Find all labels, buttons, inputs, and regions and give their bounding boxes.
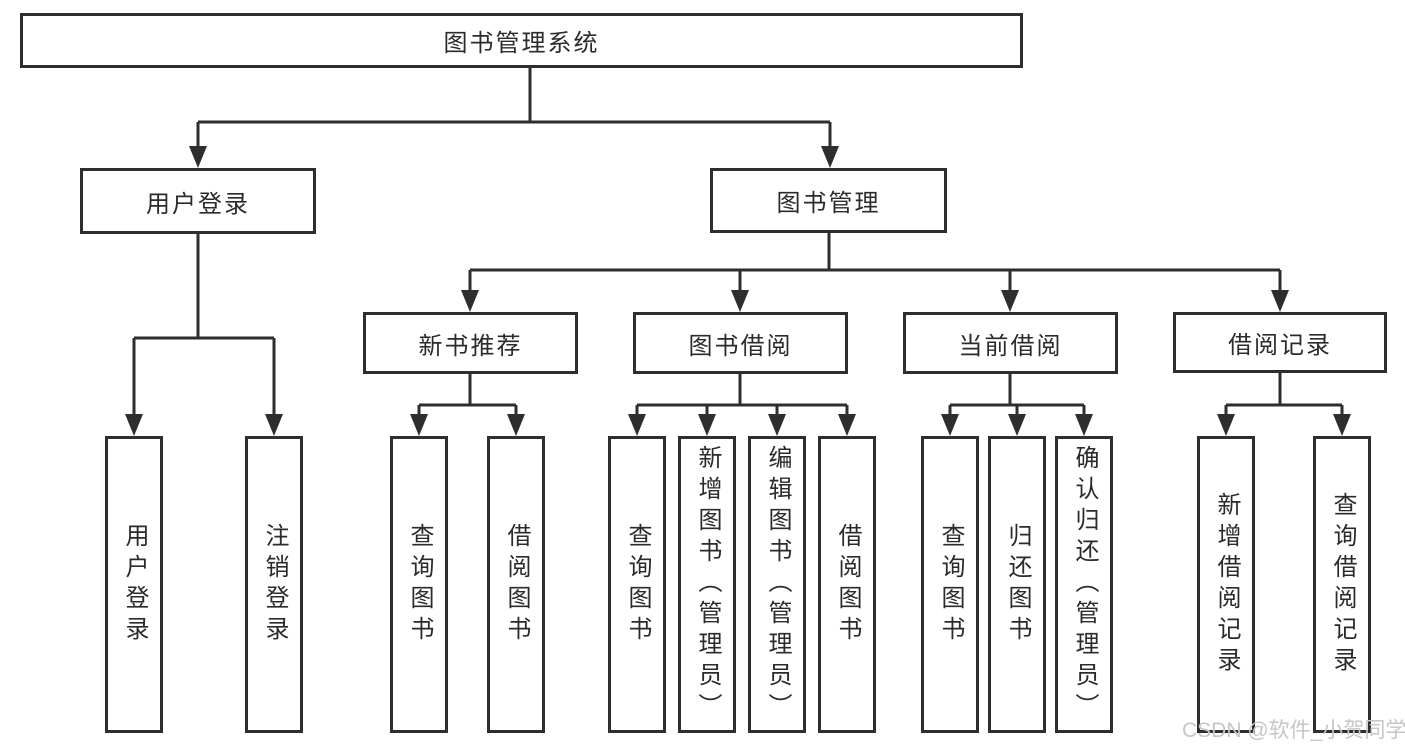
- leaf-query-borrow-record-label: 查询借阅记录: [1329, 491, 1356, 678]
- node-user-login-label: 用户登录: [146, 190, 250, 218]
- leaf-borrow-books-1-label: 借阅图书: [503, 522, 530, 647]
- arrowheads: [125, 146, 1351, 436]
- leaf-borrow-books-2-label: 借阅图书: [834, 522, 861, 647]
- node-book-management-label: 图书管理: [776, 190, 881, 217]
- leaf-query-books-1: 查询图书: [390, 436, 448, 733]
- leaf-add-borrow-record-label: 新增借阅记录: [1213, 491, 1240, 678]
- node-book-borrow-label: 图书借阅: [688, 332, 793, 360]
- node-root-label: 图书管理系统: [443, 30, 600, 57]
- leaf-query-borrow-record: 查询借阅记录: [1313, 436, 1371, 733]
- leaf-confirm-return-admin: 确认归还（管理员）: [1055, 436, 1113, 733]
- leaf-return-books-label: 归还图书: [1004, 522, 1031, 647]
- leaf-borrow-books-1: 借阅图书: [487, 436, 545, 733]
- node-new-book-recommend-label: 新书推荐: [418, 332, 523, 360]
- node-root: 图书管理系统: [20, 13, 1023, 68]
- node-user-login: 用户登录: [80, 168, 316, 234]
- leaf-return-books: 归还图书: [988, 436, 1046, 733]
- leaf-add-borrow-record: 新增借阅记录: [1197, 436, 1255, 733]
- node-current-borrow-label: 当前借阅: [958, 332, 1063, 360]
- node-borrow-records-label: 借阅记录: [1228, 332, 1332, 359]
- node-new-book-recommend: 新书推荐: [363, 312, 578, 374]
- leaf-query-books-1-label: 查询图书: [406, 522, 433, 647]
- node-borrow-records: 借阅记录: [1173, 312, 1387, 373]
- leaf-query-books-2: 查询图书: [608, 436, 666, 733]
- leaf-query-books-2-label: 查询图书: [624, 522, 651, 647]
- leaf-edit-books-admin-label: 编辑图书（管理员）: [764, 445, 791, 724]
- leaf-add-books-admin: 新增图书（管理员）: [678, 436, 736, 733]
- leaf-query-books-3: 查询图书: [921, 436, 979, 733]
- leaf-query-books-3-label: 查询图书: [937, 522, 964, 647]
- leaf-edit-books-admin: 编辑图书（管理员）: [748, 436, 806, 733]
- leaf-logout-label: 注销登录: [261, 522, 288, 647]
- leaf-user-login-label: 用户登录: [121, 522, 148, 647]
- leaf-borrow-books-2: 借阅图书: [818, 436, 876, 733]
- watermark: CSDN @软件_小贺同学: [1182, 719, 1405, 742]
- leaf-confirm-return-admin-label: 确认归还（管理员）: [1071, 445, 1098, 724]
- leaf-user-login: 用户登录: [105, 436, 163, 733]
- leaf-logout: 注销登录: [245, 436, 303, 733]
- node-current-borrow: 当前借阅: [903, 312, 1118, 374]
- node-book-borrow: 图书借阅: [633, 312, 848, 374]
- node-book-management: 图书管理: [710, 168, 947, 233]
- leaf-add-books-admin-label: 新增图书（管理员）: [694, 445, 721, 724]
